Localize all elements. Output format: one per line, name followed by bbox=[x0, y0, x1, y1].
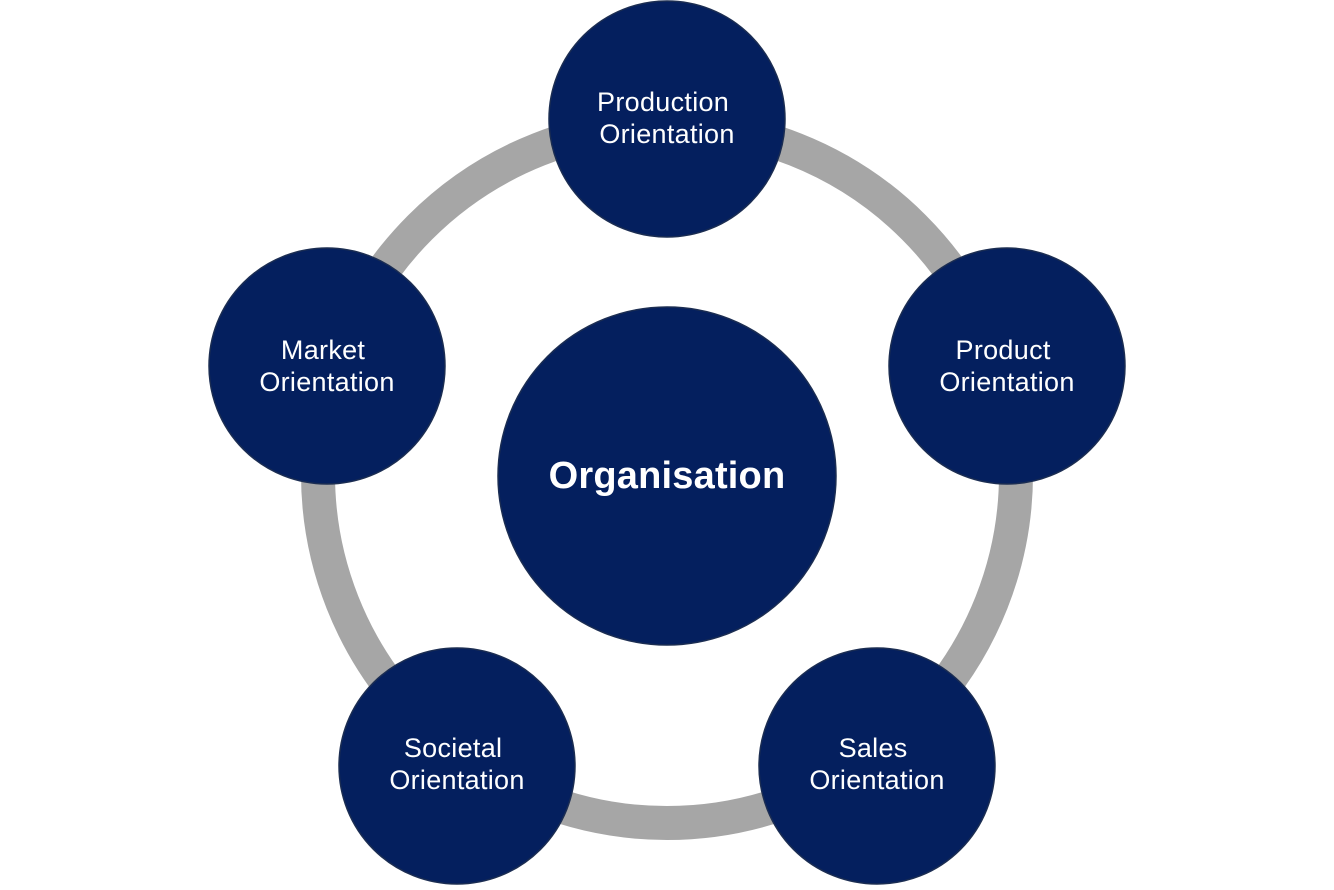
node-circle bbox=[208, 247, 446, 485]
center-circle bbox=[497, 306, 837, 646]
node-circle bbox=[758, 647, 996, 885]
node-label-line1: Product bbox=[956, 335, 1051, 365]
center-label: Organisation bbox=[549, 455, 786, 497]
node-product-orientation: Product Orientation bbox=[888, 247, 1126, 485]
node-label-line1: Societal bbox=[404, 733, 502, 763]
node-label-line1: Market bbox=[281, 335, 366, 365]
node-label-line1: Sales bbox=[839, 733, 908, 763]
node-label: Societal Orientation bbox=[389, 733, 524, 795]
node-market-orientation: Market Orientation bbox=[208, 247, 446, 485]
node-circle bbox=[338, 647, 576, 885]
node-label: Market Orientation bbox=[259, 335, 394, 397]
node-societal-orientation: Societal Orientation bbox=[338, 647, 576, 885]
node-circle bbox=[888, 247, 1126, 485]
node-label-line2: Orientation bbox=[599, 119, 734, 149]
node-label-line1: Production bbox=[597, 87, 729, 117]
node-label: Sales Orientation bbox=[809, 733, 944, 795]
center-node: Organisation bbox=[497, 306, 837, 646]
node-label-line2: Orientation bbox=[809, 765, 944, 795]
node-label: Production Orientation bbox=[597, 87, 737, 149]
node-label-line2: Orientation bbox=[389, 765, 524, 795]
node-circle bbox=[548, 0, 786, 238]
node-label-line2: Orientation bbox=[259, 367, 394, 397]
node-production-orientation: Production Orientation bbox=[548, 0, 786, 238]
node-label: Product Orientation bbox=[939, 335, 1074, 397]
node-sales-orientation: Sales Orientation bbox=[758, 647, 996, 885]
node-label-line2: Orientation bbox=[939, 367, 1074, 397]
